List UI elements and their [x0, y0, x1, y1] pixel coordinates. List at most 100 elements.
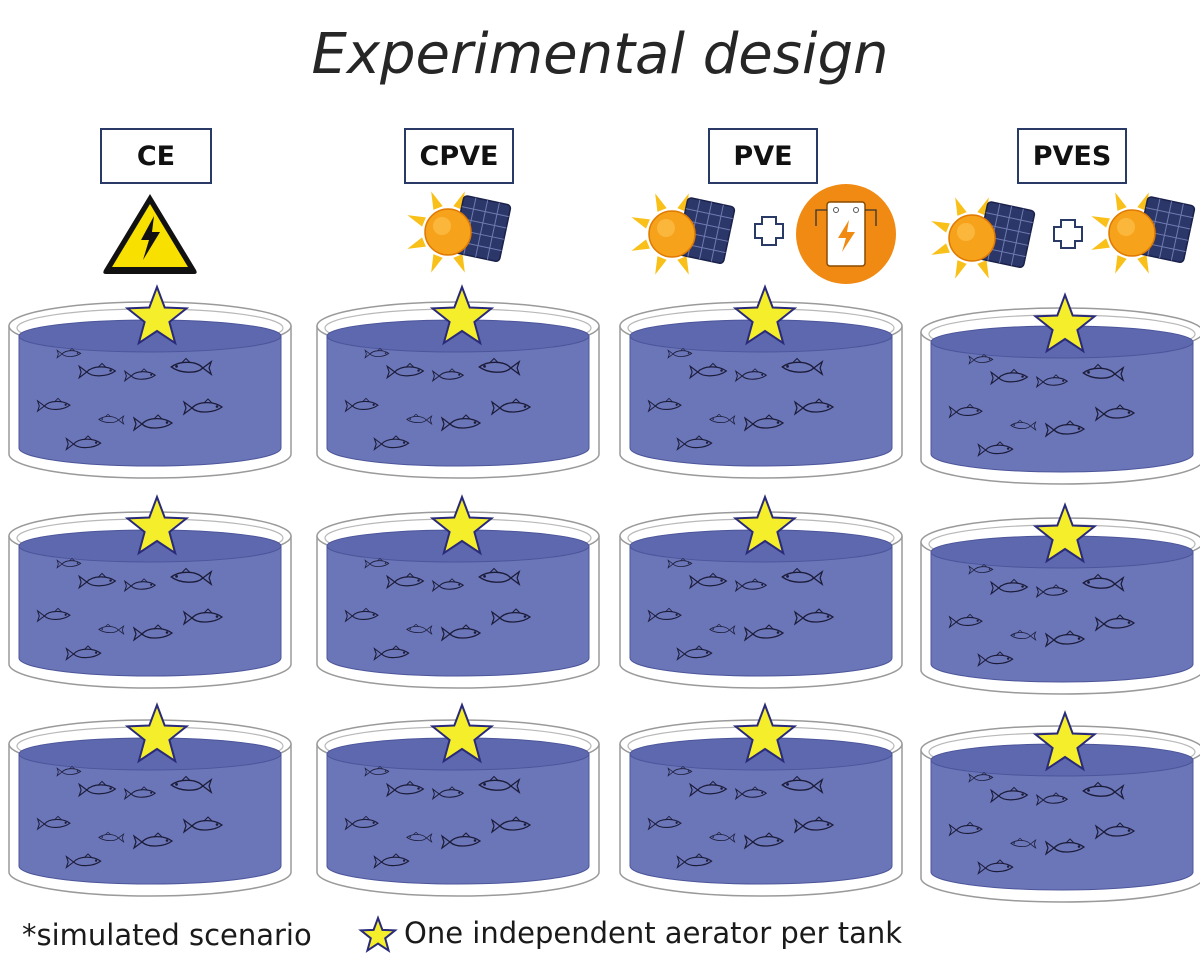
fish-icon: [65, 645, 102, 661]
fish-icon: [78, 780, 117, 798]
fish-icon: [1082, 363, 1125, 383]
fish-icon: [781, 567, 824, 587]
legend-aerator-text: One independent aerator per tank: [404, 916, 903, 950]
label-pve: PVE: [708, 128, 818, 184]
fish-icon: [386, 780, 425, 798]
aerator-star-icon: [732, 702, 798, 764]
fish-icon: [132, 624, 174, 642]
fish-icon: [440, 414, 482, 432]
fish-icon: [709, 413, 736, 425]
fish-icon: [689, 572, 728, 590]
fish-icon: [734, 368, 768, 383]
fish-icon: [431, 786, 465, 801]
fish-icon: [56, 557, 82, 569]
fish-icon: [781, 357, 824, 377]
fish-icon: [182, 816, 224, 834]
fish-icon: [123, 786, 157, 801]
fish-icon: [647, 607, 682, 623]
fish-icon: [1094, 404, 1136, 422]
fish-icon: [440, 624, 482, 642]
aerator-star-icon: [1032, 292, 1098, 354]
plus-icon: [754, 216, 784, 246]
aerator-star-icon: [429, 702, 495, 764]
fish-icon: [1044, 630, 1086, 648]
fish-icon: [793, 398, 835, 416]
fish-icon: [406, 623, 433, 635]
fish-icon: [676, 853, 713, 869]
fish-icon: [36, 815, 71, 831]
tank-pves-2: [920, 517, 1200, 695]
aerator-star-icon: [732, 494, 798, 556]
fish-icon: [65, 435, 102, 451]
tank-ce-2: [8, 511, 292, 689]
fish-icon: [948, 403, 983, 419]
aerator-star-icon: [1032, 710, 1098, 772]
fish-icon: [36, 397, 71, 413]
fish-icon: [123, 368, 157, 383]
fish-icon: [1010, 837, 1037, 849]
plus-icon: [1053, 219, 1083, 249]
fish-icon: [170, 357, 213, 377]
fish-icon: [364, 557, 390, 569]
fish-icon: [478, 775, 521, 795]
footnote-simulated: *simulated scenario: [22, 918, 312, 952]
fish-icon: [98, 623, 125, 635]
fish-icon: [793, 608, 835, 626]
tank-ce-1: [8, 301, 292, 479]
fish-icon: [689, 780, 728, 798]
fish-icon: [170, 775, 213, 795]
fish-icon: [98, 413, 125, 425]
fish-icon: [490, 398, 532, 416]
aerator-star-icon: [124, 284, 190, 346]
fish-icon: [968, 771, 994, 783]
fish-icon: [990, 578, 1029, 596]
aerator-star-icon: [429, 284, 495, 346]
fish-icon: [1035, 374, 1069, 389]
fish-icon: [667, 347, 693, 359]
fish-icon: [373, 853, 410, 869]
fish-icon: [431, 368, 465, 383]
fish-icon: [132, 832, 174, 850]
fish-icon: [123, 578, 157, 593]
fish-icon: [734, 578, 768, 593]
fish-icon: [977, 651, 1014, 667]
fish-icon: [1094, 614, 1136, 632]
fish-icon: [1044, 420, 1086, 438]
electricity-warning-icon: [103, 194, 197, 274]
fish-icon: [968, 563, 994, 575]
fish-icon: [743, 832, 785, 850]
solar-panel-icon: [407, 191, 512, 273]
fish-icon: [1010, 629, 1037, 641]
fish-icon: [676, 435, 713, 451]
aerator-star-icon: [1032, 502, 1098, 564]
fish-icon: [948, 613, 983, 629]
fish-icon: [977, 859, 1014, 875]
fish-icon: [364, 765, 390, 777]
fish-icon: [968, 353, 994, 365]
fish-icon: [1035, 792, 1069, 807]
fish-icon: [364, 347, 390, 359]
fish-icon: [344, 397, 379, 413]
label-cpve: CPVE: [404, 128, 514, 184]
fish-icon: [478, 567, 521, 587]
fish-icon: [78, 362, 117, 380]
fish-icon: [440, 832, 482, 850]
fish-icon: [781, 775, 824, 795]
fish-icon: [386, 572, 425, 590]
fish-icon: [1010, 419, 1037, 431]
tank-ce-3: [8, 719, 292, 897]
label-pves: PVES: [1017, 128, 1127, 184]
fish-icon: [431, 578, 465, 593]
fish-icon: [743, 414, 785, 432]
aerator-star-icon: [429, 494, 495, 556]
fish-icon: [182, 398, 224, 416]
fish-icon: [1082, 781, 1125, 801]
solar-panel-icon: [631, 193, 736, 275]
fish-icon: [734, 786, 768, 801]
fish-icon: [56, 765, 82, 777]
aerator-star-icon: [732, 284, 798, 346]
fish-icon: [1082, 573, 1125, 593]
aerator-star-icon: [124, 494, 190, 556]
fish-icon: [743, 624, 785, 642]
fish-icon: [676, 645, 713, 661]
